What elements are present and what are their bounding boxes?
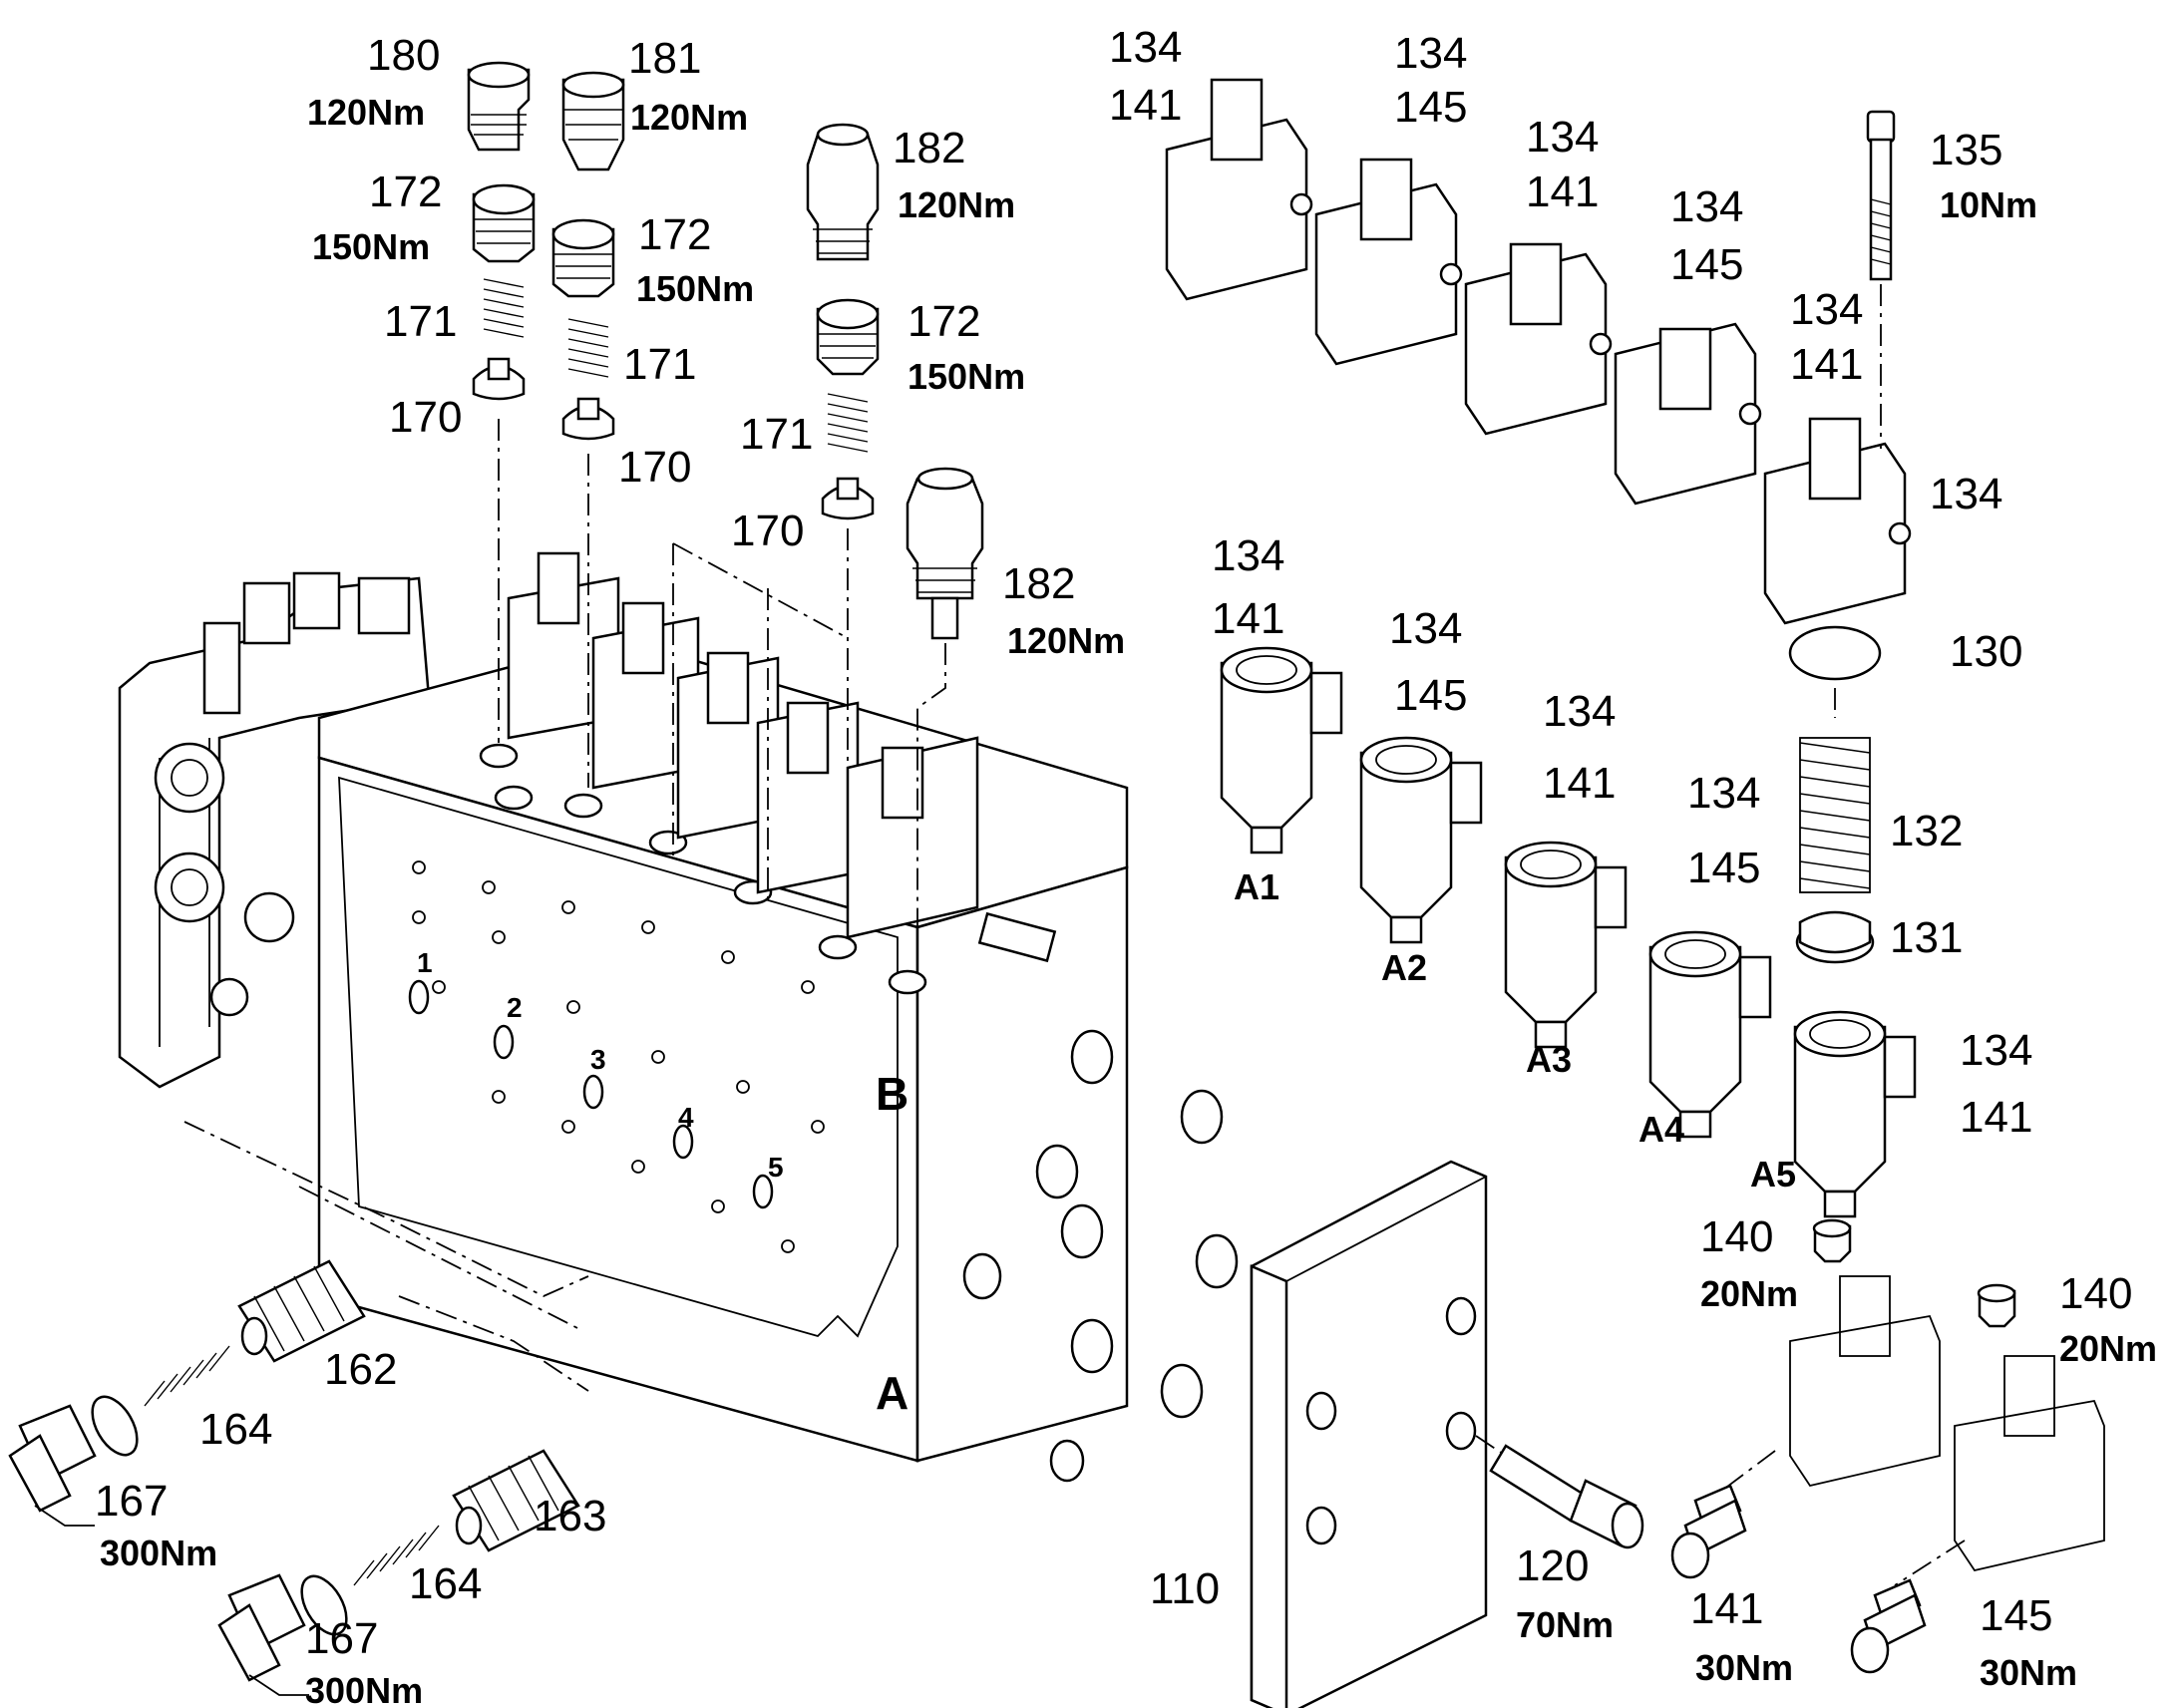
label-s1-134: 134 [1109,23,1182,72]
label-164-a: 164 [199,1405,272,1454]
label-141-fitting: 141 [1690,1584,1763,1633]
torque-172-c: 150Nm [908,356,1025,397]
housing-A3 [1504,841,1628,1049]
port-label-B: B [876,1068,908,1120]
part-labels: 180 120Nm 181 120Nm 172 150Nm 172 150Nm … [95,23,2157,1708]
label-s3-141: 141 [1526,168,1599,216]
port-A3: A3 [1526,1039,1572,1080]
torque-167-b: 300Nm [305,1670,423,1708]
label-170-b: 170 [618,443,691,492]
solenoid-housings-A [1220,646,1917,1218]
label-s5-141: 141 [1790,340,1863,389]
mounted-valve-housings [507,551,979,939]
spools-and-plugs [8,1121,589,1696]
label-132: 132 [1890,807,1963,855]
label-140-b: 140 [2059,1269,2132,1318]
label-130: 130 [1950,627,2022,676]
torque-140-a: 20Nm [1700,1273,1798,1314]
label-140-a: 140 [1700,1212,1773,1261]
housing-A2 [1359,736,1483,944]
spool-number-1: 1 [417,947,433,978]
label-171-b: 171 [623,340,696,389]
housing-A5 [1793,1010,1917,1218]
label-182-b: 182 [1002,559,1075,608]
label-167-b: 167 [305,1614,378,1663]
label-A2-145: 145 [1394,671,1467,720]
label-170-c: 170 [731,507,804,555]
torque-145-fitting: 30Nm [1980,1652,2077,1693]
label-110: 110 [1150,1564,1220,1613]
port-label-A: A [876,1367,908,1419]
label-163: 163 [534,1492,606,1540]
solenoid-valve-row [1165,78,1912,964]
spool-number-4: 4 [678,1102,694,1133]
torque-181: 120Nm [630,97,748,138]
label-171-a: 171 [384,297,457,346]
label-120: 120 [1516,1541,1589,1590]
torque-182-b: 120Nm [1007,620,1125,661]
label-167-a: 167 [95,1477,168,1526]
label-172-b: 172 [638,210,711,259]
label-145-fitting: 145 [1980,1591,2052,1640]
label-A5-141: 141 [1960,1093,2032,1142]
label-A1-134: 134 [1212,531,1284,580]
label-162: 162 [324,1345,397,1394]
housing-A1 [1220,646,1343,854]
port-A1: A1 [1234,866,1279,907]
label-A5-134: 134 [1960,1026,2032,1075]
torque-120: 70Nm [1516,1604,1614,1645]
label-171-c: 171 [740,410,813,459]
housing-A4 [1648,930,1772,1139]
label-135: 135 [1930,126,2002,174]
label-172-c: 172 [908,297,980,346]
label-131: 131 [1890,913,1963,962]
label-170-a: 170 [389,393,462,442]
torque-140-b: 20Nm [2059,1328,2157,1369]
label-s4-134: 134 [1670,182,1743,231]
label-134-e: 134 [1930,470,2002,518]
label-164-b: 164 [409,1559,482,1608]
fitting-assemblies [1670,1218,2105,1674]
label-A1-141: 141 [1212,594,1284,643]
torque-172-b: 150Nm [636,268,754,309]
port-A2: A2 [1381,947,1427,988]
label-A3-141: 141 [1543,759,1616,808]
label-s2-145: 145 [1394,83,1467,132]
torque-172-a: 150Nm [312,226,430,267]
label-s5-134: 134 [1790,285,1863,334]
torque-182-a: 120Nm [898,184,1015,225]
torque-135: 10Nm [1940,184,2037,225]
label-s4-145: 145 [1670,240,1743,289]
torque-167-a: 300Nm [100,1533,217,1573]
label-A3-134: 134 [1543,687,1616,736]
label-s2-134: 134 [1394,29,1467,78]
label-s3-134: 134 [1526,113,1599,162]
front-face-holes [412,860,825,1253]
spool-number-5: 5 [768,1152,784,1183]
port-A4: A4 [1638,1109,1684,1150]
port-A5: A5 [1750,1154,1796,1195]
label-A4-134: 134 [1687,769,1760,818]
torque-141-fitting: 30Nm [1695,1647,1793,1688]
relief-valve-stack-center [672,123,984,952]
label-181: 181 [628,34,701,83]
spool-number-2: 2 [507,992,523,1023]
label-A2-134: 134 [1389,604,1462,653]
relief-valve-stack-left [467,61,625,788]
label-A4-145: 145 [1687,844,1760,892]
label-182-a: 182 [893,124,965,172]
label-180: 180 [367,31,440,80]
label-172-a: 172 [369,168,442,216]
spool-number-3: 3 [590,1044,606,1075]
cover-plate [1250,1160,1644,1708]
torque-180: 120Nm [307,92,425,133]
label-s1-141: 141 [1109,81,1182,130]
